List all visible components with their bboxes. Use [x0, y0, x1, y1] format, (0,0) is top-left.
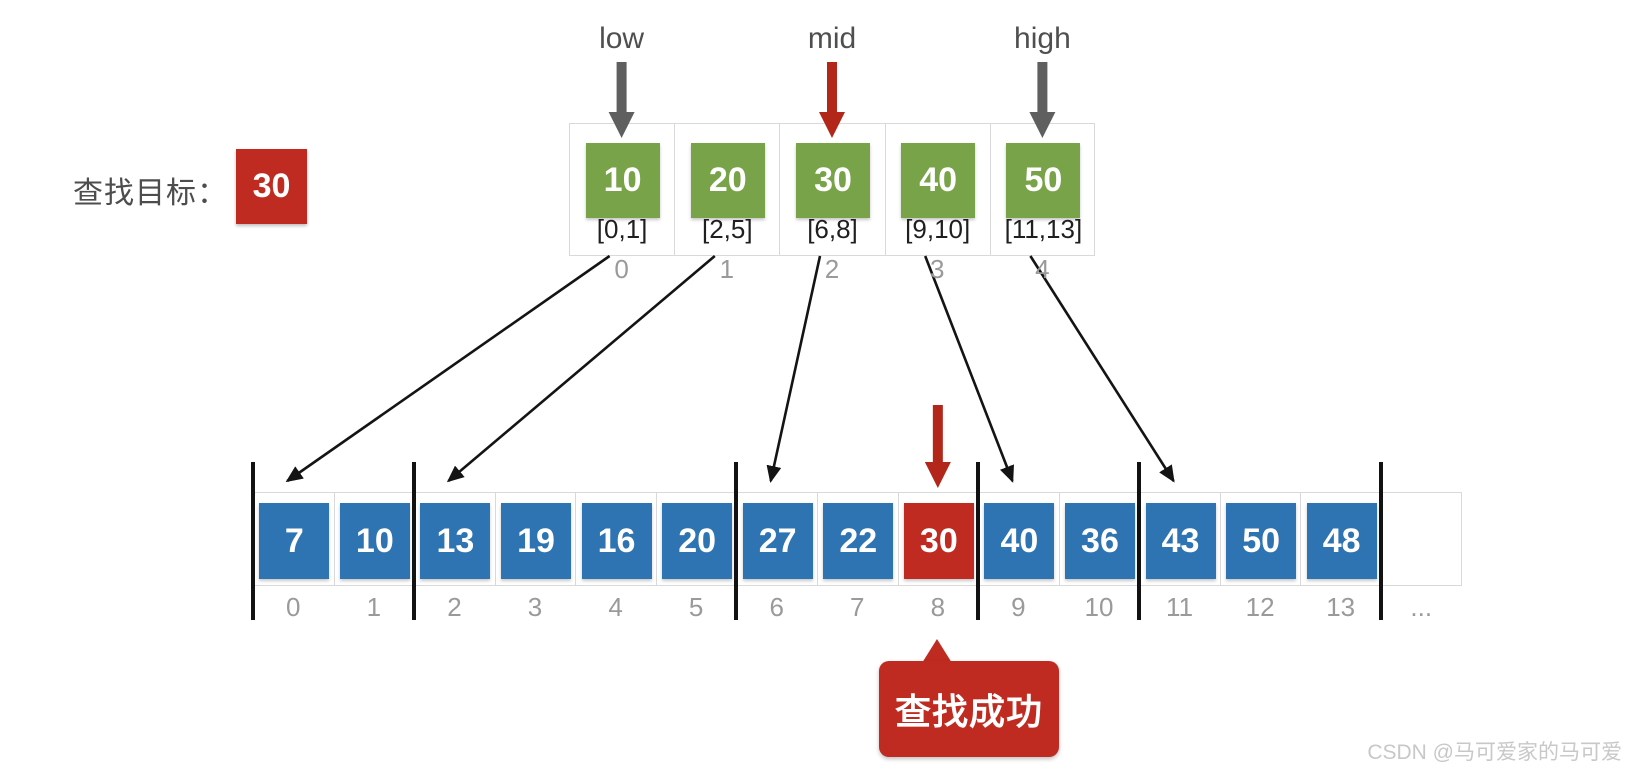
index-table: 10[0,1]20[2,5]30[6,8]40[9,10]50[11,13]	[569, 123, 1095, 256]
index-cell: 50[11,13]	[991, 124, 1096, 255]
block-map-arrow	[923, 255, 1014, 483]
array-box: 7	[259, 503, 330, 579]
array-cell: 10	[335, 493, 416, 585]
array-box: 40	[984, 503, 1055, 579]
index-number: 0	[614, 254, 629, 284]
array-index: 11	[1166, 592, 1194, 622]
array-index: 10	[1084, 592, 1114, 622]
index-number: 1	[719, 254, 735, 284]
array-cell: 43	[1140, 493, 1221, 585]
block-divider	[1137, 462, 1142, 620]
index-box: 20	[690, 143, 765, 218]
array-index: 7	[850, 592, 865, 622]
block-divider	[251, 462, 255, 620]
index-box: 30	[795, 143, 870, 218]
array-cell: 16	[576, 493, 657, 585]
array-box: 48	[1306, 503, 1377, 579]
found-arrow-icon	[924, 405, 951, 488]
array-box: 36	[1064, 503, 1135, 579]
range-label: [0,1]	[596, 214, 648, 244]
array-cell: 19	[496, 493, 577, 585]
index-number: 3	[929, 254, 945, 284]
block-map-arrow	[1029, 255, 1175, 483]
array-box: 19	[500, 503, 571, 579]
block-divider	[412, 462, 417, 620]
array-index: 12	[1245, 592, 1275, 622]
callout-pointer-icon	[922, 639, 952, 663]
array-index: 9	[1011, 592, 1026, 622]
array-box: 20	[662, 503, 733, 579]
array-cell: 48	[1301, 493, 1382, 585]
array-index: 0	[286, 592, 301, 622]
index-cell: 20[2,5]	[675, 124, 781, 255]
array-index: 13	[1326, 592, 1356, 622]
array-index: 5	[688, 592, 704, 622]
array-box: 43	[1145, 503, 1216, 579]
array-cell: 50	[1221, 493, 1302, 585]
range-label: [2,5]	[701, 214, 753, 244]
watermark: CSDN @马可爱家的马可爱	[1367, 741, 1622, 764]
array-cell: 7	[254, 493, 335, 585]
array-index: 6	[769, 592, 784, 622]
array-index: 1	[366, 592, 382, 622]
success-callout-text: 查找成功	[894, 691, 1043, 732]
pointer-label-mid: mid	[807, 22, 857, 55]
index-box: 10	[585, 143, 660, 218]
array-cell: 30	[899, 493, 980, 585]
array-cell	[1382, 493, 1463, 585]
array-cell: 22	[818, 493, 899, 585]
array-box: 10	[339, 503, 410, 579]
array-box-found: 30	[903, 503, 974, 579]
block-map-arrow	[285, 254, 611, 483]
range-label: [9,10]	[905, 214, 971, 244]
index-box: 50	[1006, 143, 1081, 218]
success-callout: 查找成功	[879, 661, 1059, 757]
target-label: 查找目标：	[73, 177, 228, 210]
range-label: [6,8]	[807, 214, 858, 244]
index-cell: 40[9,10]	[886, 124, 991, 255]
array-box: 50	[1226, 503, 1297, 579]
array-cell: 13	[415, 493, 496, 585]
index-cell: 30[6,8]	[780, 124, 886, 255]
array-index: 4	[608, 592, 623, 622]
array-box: 13	[420, 503, 491, 579]
index-cell: 10[0,1]	[570, 124, 676, 255]
block-map-arrow	[446, 255, 716, 483]
array-cell: 36	[1060, 493, 1141, 585]
block-map-arrow	[766, 255, 822, 483]
block-divider	[1378, 462, 1383, 620]
index-number: 2	[824, 254, 840, 284]
array-cell: 20	[657, 493, 738, 585]
target-value: 30	[252, 167, 291, 205]
index-box: 40	[901, 143, 976, 218]
index-number: 4	[1035, 254, 1050, 284]
block-divider	[734, 462, 739, 620]
array-index: 8	[930, 592, 946, 622]
array-cell: 40	[979, 493, 1060, 585]
target-value-box: 30	[236, 149, 307, 224]
array-box: 22	[823, 503, 894, 579]
pointer-label-high: high	[1014, 22, 1071, 55]
array-cell: 27	[737, 493, 818, 585]
range-label: [11,13]	[1004, 214, 1083, 244]
array-index: 3	[527, 592, 543, 622]
block-divider	[976, 462, 981, 620]
ellipsis-label: ...	[1410, 592, 1433, 622]
array-index: 2	[447, 592, 462, 622]
array-box: 16	[581, 503, 652, 579]
array-box: 27	[742, 503, 813, 579]
pointer-label-low: low	[599, 22, 645, 55]
